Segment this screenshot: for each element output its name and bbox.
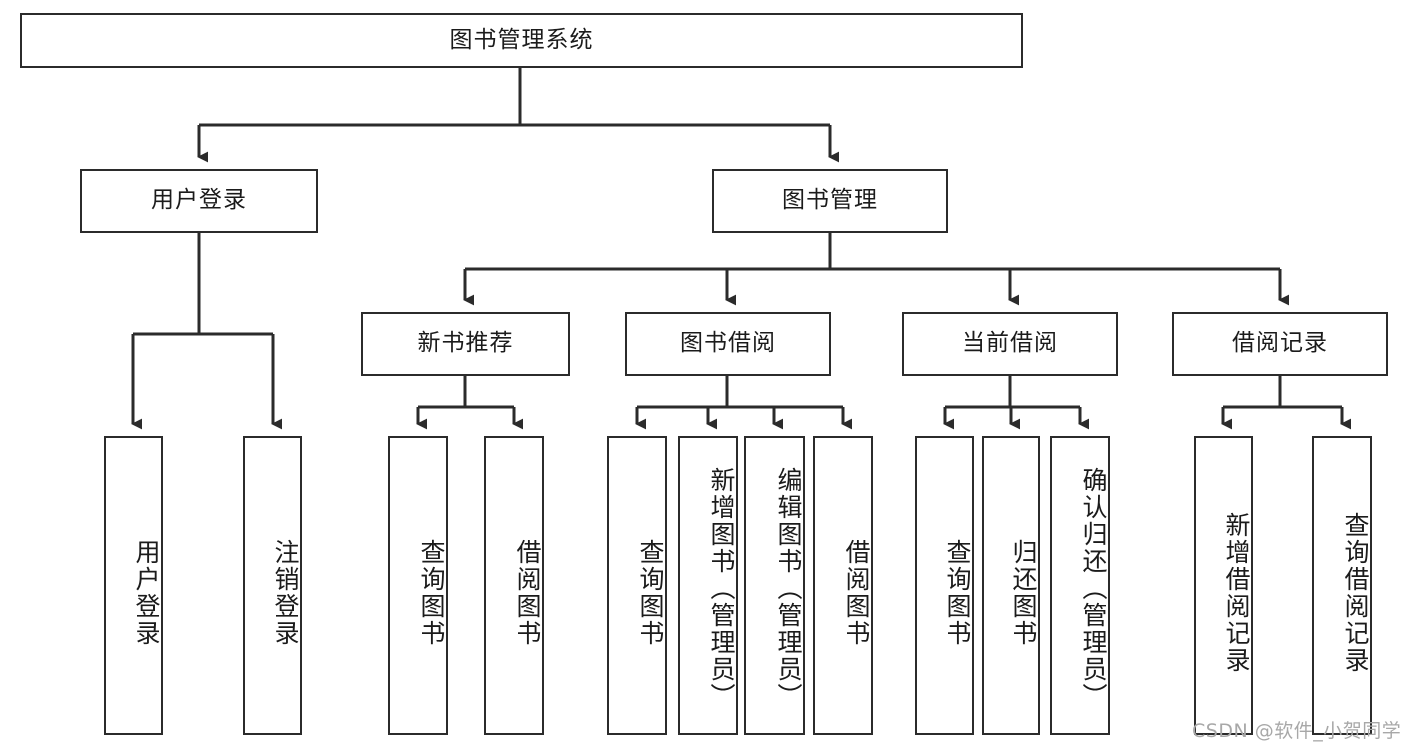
node-label: 图书管理 (782, 187, 878, 214)
node-label: 借阅记录 (1232, 330, 1328, 357)
node-label: 新书推荐 (417, 330, 514, 357)
csdn-watermark: CSDN @软件_小贺同学 (1192, 720, 1402, 742)
node-label: 确认归还（管理员） (1079, 467, 1108, 710)
leaf-user-login[interactable]: 用户登录 (104, 436, 163, 735)
leaf-record-add-record[interactable]: 新增借阅记录 (1194, 436, 1253, 735)
node-label: 注销登录 (271, 538, 300, 647)
leaf-recommend-query-book[interactable]: 查询图书 (388, 436, 448, 735)
leaf-borrow-edit-book[interactable]: 编辑图书（管理员） (744, 436, 805, 735)
node-current-borrow[interactable]: 当前借阅 (902, 312, 1118, 376)
node-label: 图书管理系统 (449, 26, 594, 53)
node-label: 用户登录 (132, 538, 161, 647)
leaf-borrow-query-book[interactable]: 查询图书 (607, 436, 667, 735)
node-user-login[interactable]: 用户登录 (80, 169, 318, 233)
leaf-borrow-borrow-book[interactable]: 借阅图书 (813, 436, 873, 735)
node-label: 编辑图书（管理员） (774, 467, 803, 710)
leaf-user-logout[interactable]: 注销登录 (243, 436, 302, 735)
leaf-current-confirm-return[interactable]: 确认归还（管理员） (1050, 436, 1110, 735)
leaf-borrow-add-book[interactable]: 新增图书（管理员） (678, 436, 738, 735)
node-label: 图书借阅 (680, 330, 776, 357)
node-label: 查询借阅记录 (1341, 511, 1370, 674)
node-book-borrow[interactable]: 图书借阅 (625, 312, 831, 376)
leaf-current-return-book[interactable]: 归还图书 (982, 436, 1040, 735)
leaf-record-query-record[interactable]: 查询借阅记录 (1312, 436, 1372, 735)
node-label: 查询图书 (417, 538, 446, 647)
node-borrow-record[interactable]: 借阅记录 (1172, 312, 1388, 376)
node-label: 查询图书 (636, 538, 665, 647)
node-label: 用户登录 (151, 187, 247, 214)
node-new-book-recommend[interactable]: 新书推荐 (361, 312, 570, 376)
node-label: 新增图书（管理员） (707, 467, 736, 710)
node-label: 当前借阅 (962, 330, 1058, 357)
node-label: 归还图书 (1009, 538, 1038, 647)
node-label: 借阅图书 (513, 538, 542, 647)
node-label: 新增借阅记录 (1222, 511, 1251, 674)
leaf-current-query-book[interactable]: 查询图书 (915, 436, 974, 735)
node-book-management[interactable]: 图书管理 (712, 169, 948, 233)
node-root-system[interactable]: 图书管理系统 (20, 13, 1023, 68)
node-label: 借阅图书 (842, 538, 871, 647)
leaf-recommend-borrow-book[interactable]: 借阅图书 (484, 436, 544, 735)
node-label: 查询图书 (943, 538, 972, 647)
